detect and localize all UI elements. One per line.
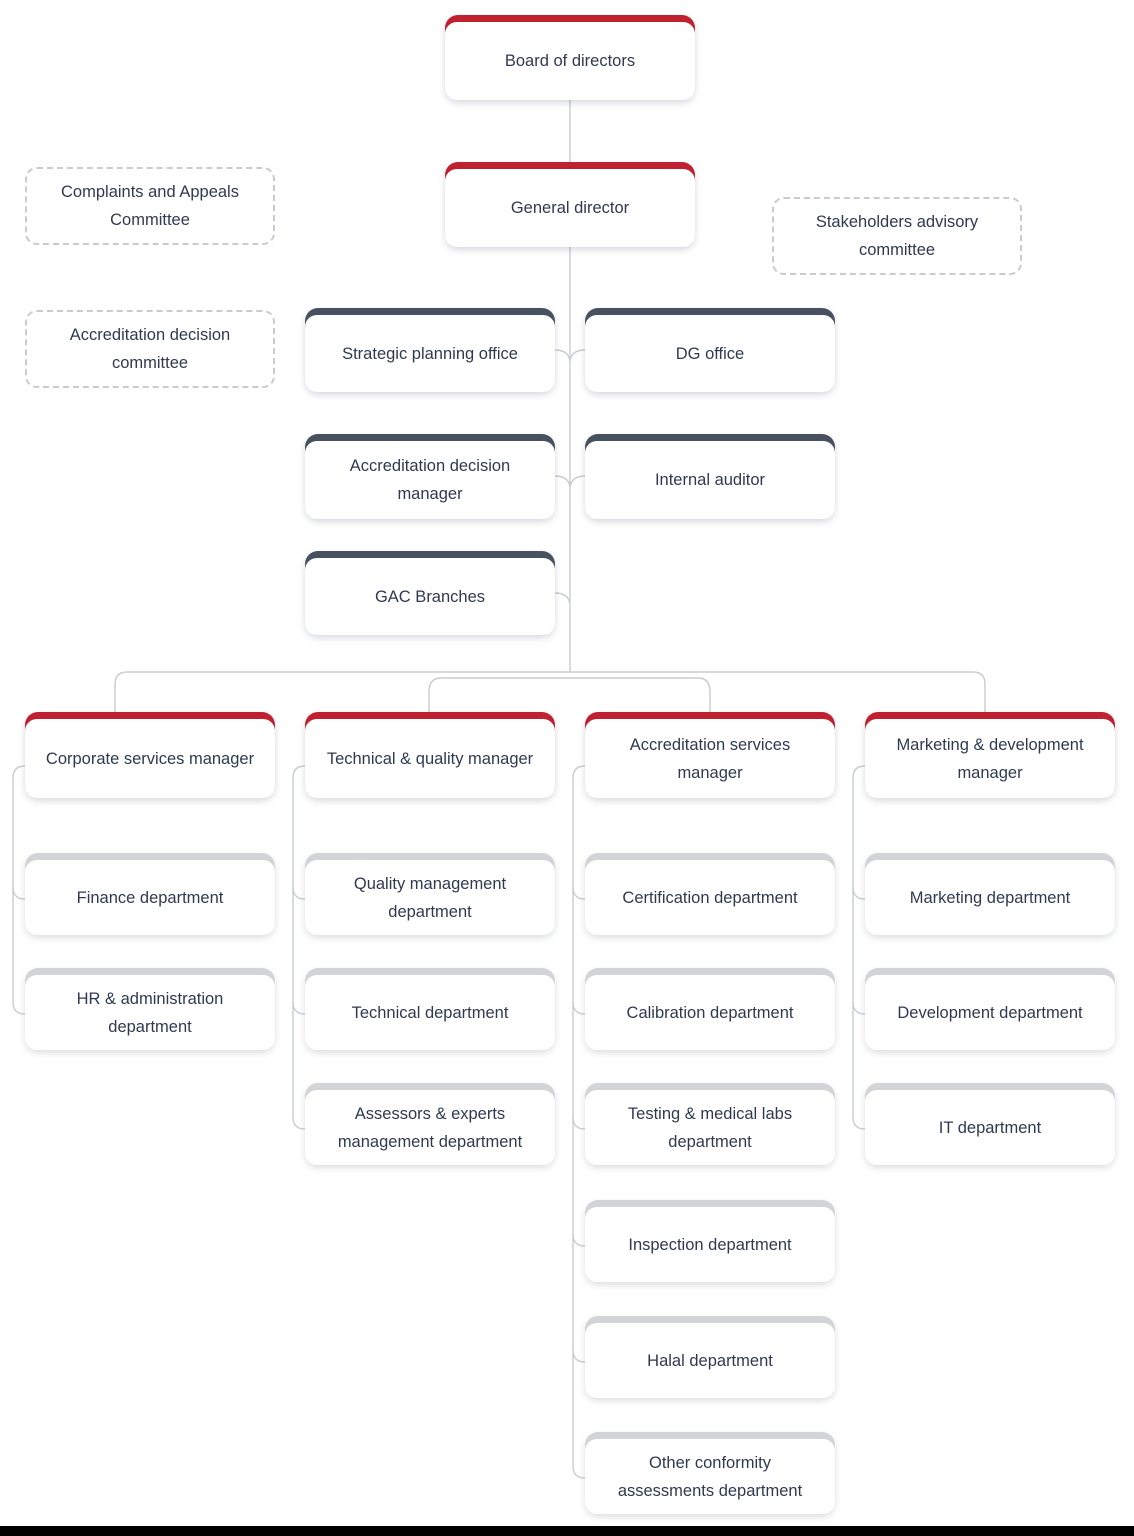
- node-halal-department: Halal department: [585, 1316, 835, 1398]
- node-label: Marketing department: [909, 888, 1071, 907]
- node-label: Board of directors: [504, 52, 636, 70]
- node-accreditation-services-manager: Accreditation services manager: [585, 712, 835, 798]
- node-label: Assessors & experts management departmen…: [337, 1104, 523, 1151]
- node-label: Halal department: [647, 1351, 773, 1370]
- node-label: Other conformity assessments department: [617, 1453, 803, 1500]
- node-label: IT department: [938, 1118, 1042, 1137]
- node-dg-office: DG office: [585, 308, 835, 392]
- node-label: Accreditation services manager: [629, 735, 791, 782]
- node-it-department: IT department: [865, 1083, 1115, 1165]
- node-label: Corporate services manager: [45, 749, 255, 768]
- node-strategic-planning-office: Strategic planning office: [305, 308, 555, 392]
- node-label: Accreditation decision manager: [349, 457, 511, 503]
- node-board-of-directors: Board of directors: [445, 15, 695, 100]
- node-calibration-department: Calibration department: [585, 968, 835, 1050]
- bottom-black-bar: [0, 1526, 1134, 1536]
- node-marketing-department: Marketing department: [865, 853, 1115, 935]
- node-accreditation-decision-manager: Accreditation decision manager: [305, 434, 555, 519]
- node-internal-auditor: Internal auditor: [585, 434, 835, 519]
- node-quality-management-department: Quality management department: [305, 853, 555, 935]
- node-certification-department: Certification department: [585, 853, 835, 935]
- node-other-conformity-assessments-department: Other conformity assessments department: [585, 1432, 835, 1514]
- node-label: Inspection department: [628, 1235, 792, 1254]
- node-hr-administration-department: HR & administration department: [25, 968, 275, 1050]
- node-marketing-development-manager: Marketing & development manager: [865, 712, 1115, 798]
- node-gac-branches: GAC Branches: [305, 551, 555, 635]
- node-corporate-services-manager: Corporate services manager: [25, 712, 275, 798]
- node-label: Marketing & development manager: [896, 735, 1084, 782]
- node-label: Strategic planning office: [342, 344, 518, 363]
- node-accreditation-decision-committee: Accreditation decision committee: [25, 310, 275, 388]
- node-label: DG office: [675, 344, 745, 363]
- node-general-director: General director: [445, 162, 695, 247]
- node-stakeholders-advisory-committee: Stakeholders advisory committee: [772, 197, 1022, 275]
- node-technical-quality-manager: Technical & quality manager: [305, 712, 555, 798]
- node-testing-medical-labs-department: Testing & medical labs department: [585, 1083, 835, 1165]
- node-label: Complaints and Appeals Committee: [61, 183, 239, 229]
- node-inspection-department: Inspection department: [585, 1200, 835, 1282]
- node-finance-department: Finance department: [25, 853, 275, 935]
- node-assessors-experts-management-department: Assessors & experts management departmen…: [305, 1083, 555, 1165]
- node-label: Technical & quality manager: [326, 749, 534, 768]
- node-technical-department: Technical department: [305, 968, 555, 1050]
- node-label: General director: [510, 199, 630, 217]
- node-label: Stakeholders advisory committee: [815, 213, 979, 259]
- node-label: Internal auditor: [654, 471, 766, 489]
- node-complaints-appeals-committee: Complaints and Appeals Committee: [25, 167, 275, 245]
- node-label: Accreditation decision committee: [69, 326, 231, 372]
- node-development-department: Development department: [865, 968, 1115, 1050]
- node-label: Calibration department: [626, 1003, 794, 1022]
- node-label: HR & administration department: [76, 989, 224, 1036]
- node-label: Technical department: [351, 1003, 509, 1022]
- node-label: GAC Branches: [374, 587, 486, 606]
- node-label: Testing & medical labs department: [627, 1104, 793, 1151]
- node-label: Development department: [897, 1003, 1083, 1022]
- node-label: Certification department: [622, 888, 798, 907]
- node-label: Quality management department: [353, 874, 507, 921]
- node-label: Finance department: [76, 888, 224, 907]
